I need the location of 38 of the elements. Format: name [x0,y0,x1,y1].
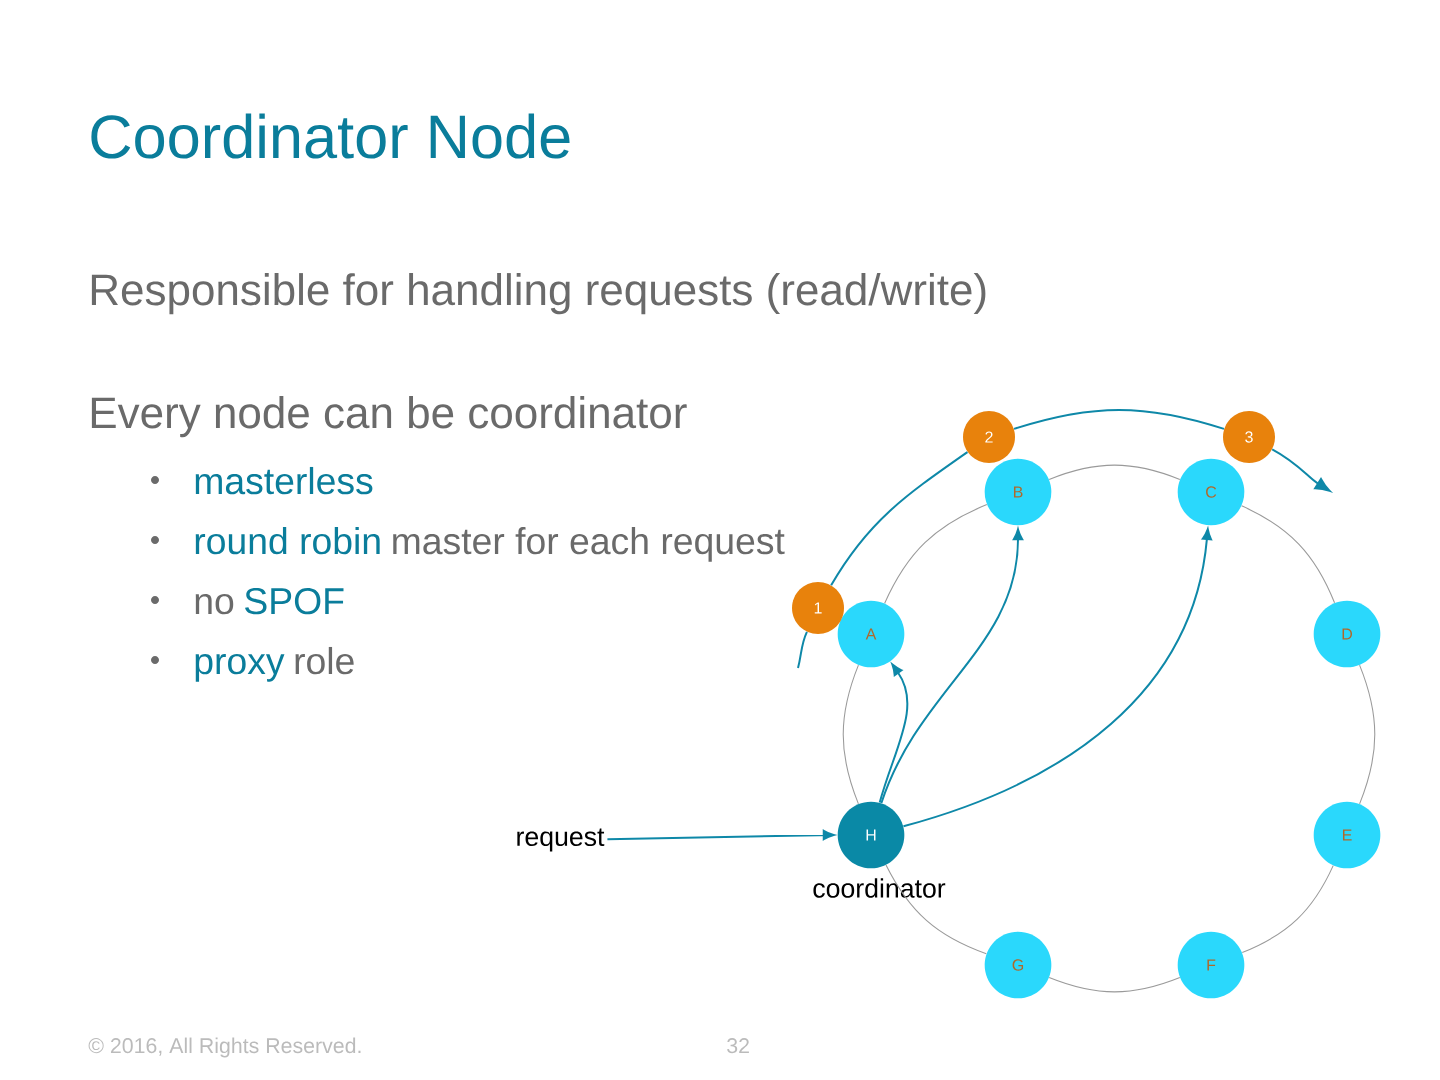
node-caption: coordinator [813,878,946,898]
ring-line [842,664,859,805]
page-number: 32 [727,1038,749,1054]
ring-line [885,864,987,955]
arrow [878,663,909,804]
coordinator-node: H [837,801,905,869]
step-number-badge: 3 [1223,411,1275,463]
ring-line [1241,865,1334,954]
ring-line [1241,505,1336,604]
bullet-text: role [295,646,354,675]
ring-node: C [1177,458,1245,526]
bullet-text: no [195,593,234,615]
ring-node: F [1177,931,1245,999]
slide-title: Coordinator Node [91,113,570,159]
arrow [902,528,1213,828]
ring-node: A [837,600,905,668]
ring-line [1048,977,1181,993]
arrow [1271,448,1331,492]
copyright-note: © 2016, All Rights Reserved. [88,1037,361,1058]
ring-line [884,504,988,604]
step-number-badge: 2 [963,411,1015,463]
ring-node: E [1313,801,1381,869]
body-text: Every node can be coordinator [91,396,687,438]
request-label: request [517,828,605,852]
ring-line [1048,464,1181,480]
ring-node: G [984,931,1052,999]
ring-node: B [984,458,1052,526]
step-number-badge: 1 [792,582,844,634]
arrow [880,528,1024,805]
bullet-text: masterless [195,466,373,495]
bullet-text: SPOF [245,587,344,615]
body-text: Responsible for handling requests (read/write) [91,273,986,315]
arrow [606,829,835,841]
bullet-text: round robin [195,526,380,555]
bullet-text: master for each request [393,526,785,562]
ring-line [1359,664,1376,805]
ring-node: D [1313,600,1381,668]
bullet-text: proxy [195,653,285,682]
